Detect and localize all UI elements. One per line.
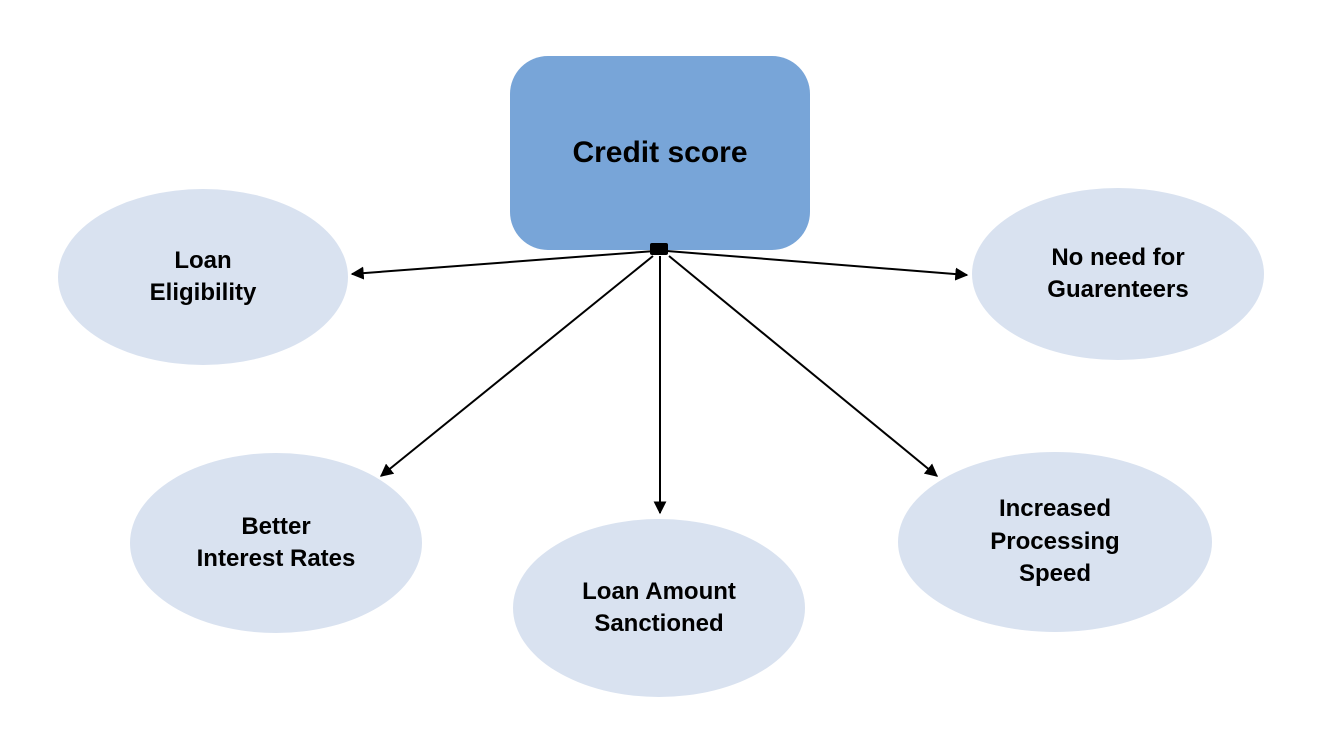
node-loan-amount-sanctioned-label: Loan Amount Sanctioned: [582, 577, 736, 637]
node-better-interest-rates: Better Interest Rates: [130, 453, 422, 633]
node-loan-amount-sanctioned: Loan Amount Sanctioned: [513, 519, 805, 697]
node-no-need-for-guarenteers: No need for Guarenteers: [972, 188, 1264, 360]
node-increased-processing-speed-label: Increased Processing Speed: [990, 495, 1120, 588]
arrow-to-increased-processing-speed: [668, 255, 939, 477]
node-credit-score: Credit score: [510, 56, 810, 250]
node-credit-score-label: Credit score: [572, 136, 748, 169]
arrow-to-no-need-for-guarenteers: [666, 250, 969, 281]
node-loan-eligibility: Loan Eligibility: [58, 189, 348, 365]
node-better-interest-rates-label: Better Interest Rates: [196, 512, 356, 572]
node-loan-eligibility-label: Loan Eligibility: [149, 246, 257, 306]
node-no-need-for-guarenteers-label: No need for Guarenteers: [1047, 243, 1189, 303]
arrow-to-better-interest-rates: [379, 255, 654, 477]
arrow-to-loan-eligibility: [350, 250, 656, 280]
node-increased-processing-speed: Increased Processing Speed: [898, 452, 1212, 632]
connector-origin-dot: [650, 243, 668, 255]
